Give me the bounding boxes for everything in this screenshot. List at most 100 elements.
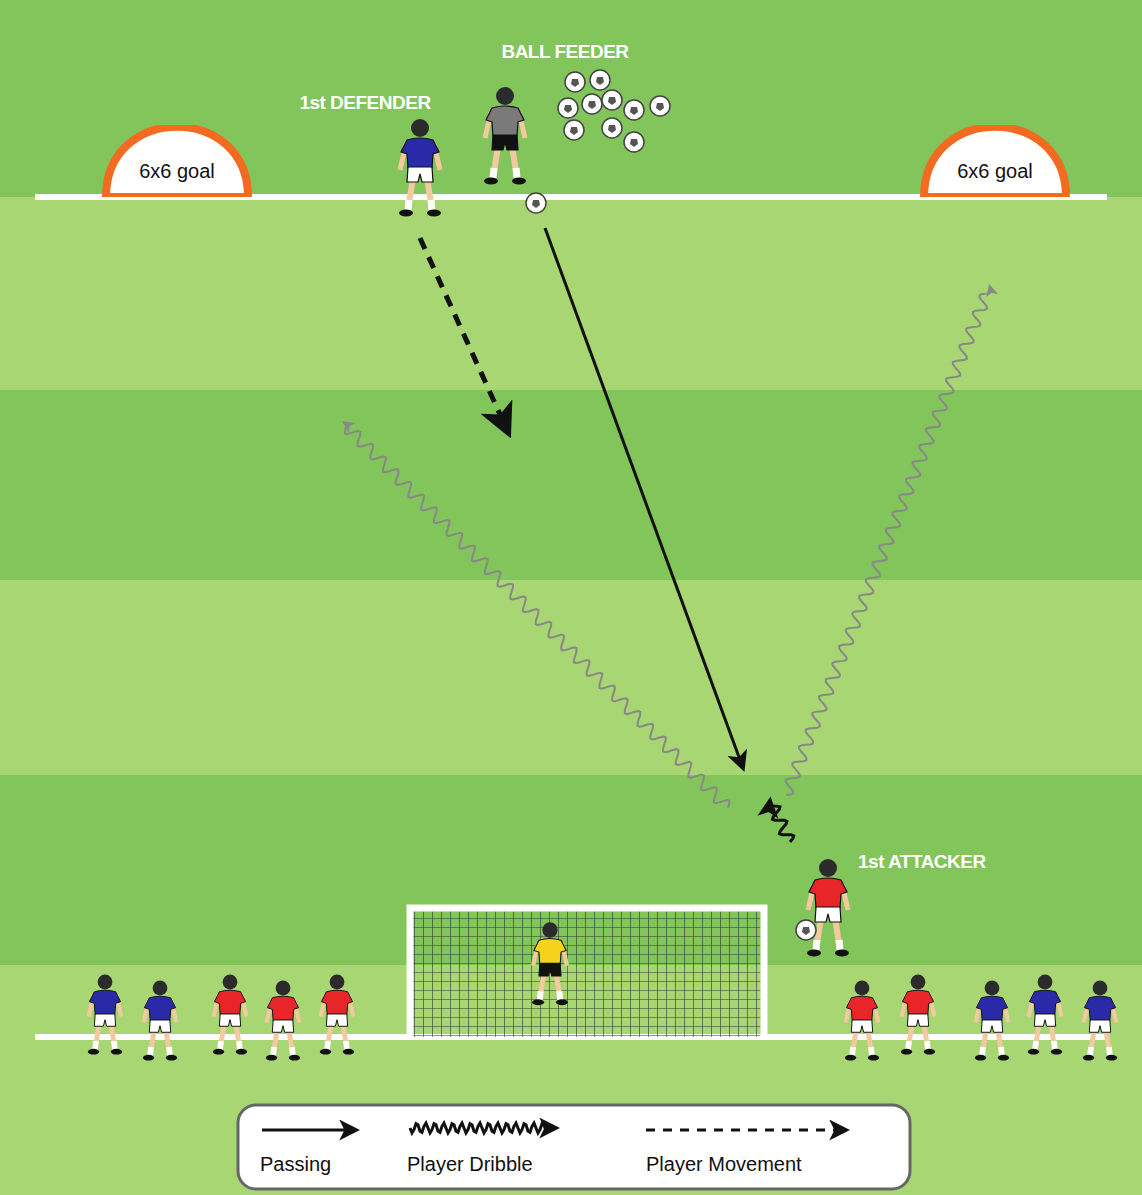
player-sock	[236, 1041, 243, 1049]
player-shoe	[532, 999, 544, 1005]
player-leg	[220, 1023, 224, 1049]
player-head	[411, 119, 429, 137]
goal-frame	[410, 908, 764, 1037]
ball	[582, 94, 602, 114]
player-shirt	[1029, 990, 1060, 1015]
player-shirt	[267, 996, 298, 1021]
goal-label: 6x6 goal	[102, 160, 252, 183]
ball	[624, 100, 644, 120]
ball-body	[602, 118, 622, 138]
player-leg	[868, 1029, 872, 1055]
player-sock	[270, 1047, 277, 1055]
player-head	[855, 981, 870, 996]
ball-body	[624, 132, 644, 152]
player-sock	[431, 200, 432, 210]
player-figure	[143, 981, 177, 1061]
player-shirt	[976, 996, 1007, 1021]
player-leg	[166, 1029, 170, 1055]
player-shorts	[219, 1014, 240, 1026]
player-figure	[266, 981, 300, 1061]
ball-body	[650, 96, 670, 116]
player-shoe	[399, 210, 413, 217]
player-sock	[556, 991, 563, 1000]
player-sock	[868, 1047, 875, 1055]
player-shorts	[539, 963, 561, 976]
player-sock	[166, 1047, 173, 1055]
player-shoe	[924, 1049, 935, 1055]
player-role-label: BALL FEEDER	[501, 41, 628, 63]
player-shorts	[94, 1014, 115, 1026]
player-shoe	[143, 1055, 154, 1061]
player-leg	[343, 1023, 347, 1049]
ball	[565, 72, 585, 92]
legend-sample	[646, 1129, 846, 1132]
player-sock	[289, 1047, 296, 1055]
ball-body	[590, 70, 610, 90]
player-shoe	[236, 1049, 247, 1055]
ball-patch	[656, 103, 664, 111]
player-shirt	[486, 106, 524, 136]
player-shoe	[807, 950, 821, 957]
player-sock	[998, 1047, 1005, 1055]
player-shirt	[534, 939, 566, 965]
player-sock	[147, 1047, 154, 1055]
player-shoe	[835, 950, 849, 957]
player-leg	[924, 1023, 928, 1049]
player-head	[542, 922, 557, 937]
pitch-stripe	[0, 0, 1142, 197]
ball-body	[564, 120, 584, 140]
player-shoe	[998, 1055, 1009, 1061]
player-leg	[1051, 1023, 1055, 1049]
ball-body	[526, 193, 546, 213]
ball	[650, 96, 670, 116]
player-shirt	[214, 990, 245, 1015]
ball-patch	[570, 127, 578, 135]
player-sock	[217, 1041, 224, 1049]
ball-patch	[802, 927, 810, 935]
player-shorts	[1034, 1014, 1055, 1026]
player-sock	[924, 1041, 931, 1049]
player-sock	[493, 168, 494, 178]
player-head	[1093, 981, 1108, 996]
ball	[564, 120, 584, 140]
player-role-label: 1st ATTACKER	[858, 851, 986, 873]
goal-net	[410, 908, 764, 1037]
player-figure	[901, 975, 935, 1055]
ball-patch	[564, 105, 572, 113]
ball-body	[624, 100, 644, 120]
ball	[624, 132, 644, 152]
player-figure	[975, 981, 1009, 1061]
player-shorts	[815, 907, 841, 922]
player-leg	[998, 1029, 1002, 1055]
player-shoe	[343, 1049, 354, 1055]
player-figure	[1028, 975, 1062, 1055]
player-leg	[982, 1029, 986, 1055]
player-sock	[979, 1047, 986, 1055]
player-shirt	[1084, 996, 1115, 1021]
legend-box	[238, 1105, 910, 1189]
ball-body	[796, 920, 816, 940]
player-leg	[540, 973, 544, 1000]
player-shoe	[88, 1049, 99, 1055]
ball-patch	[596, 77, 604, 85]
player-shoe	[868, 1055, 879, 1061]
player-leg	[512, 146, 517, 178]
player-shoe	[975, 1055, 986, 1061]
legend-entry: Passing	[260, 1153, 331, 1176]
player-head	[98, 975, 113, 990]
player-sock	[537, 991, 544, 1000]
player-role-label: 1st DEFENDER	[299, 92, 430, 114]
ball-patch	[630, 107, 638, 115]
ball	[526, 193, 546, 213]
player-shoe	[320, 1049, 331, 1055]
player-shirt	[846, 996, 877, 1021]
dribble-path	[786, 286, 991, 795]
player-head	[911, 975, 926, 990]
player-leg	[273, 1029, 277, 1055]
ball	[602, 118, 622, 138]
player-leg	[408, 178, 413, 210]
player-leg	[908, 1023, 912, 1049]
small-goal: 6x6 goal	[102, 125, 252, 197]
player-leg	[327, 1023, 331, 1049]
player-shoe	[1028, 1049, 1039, 1055]
